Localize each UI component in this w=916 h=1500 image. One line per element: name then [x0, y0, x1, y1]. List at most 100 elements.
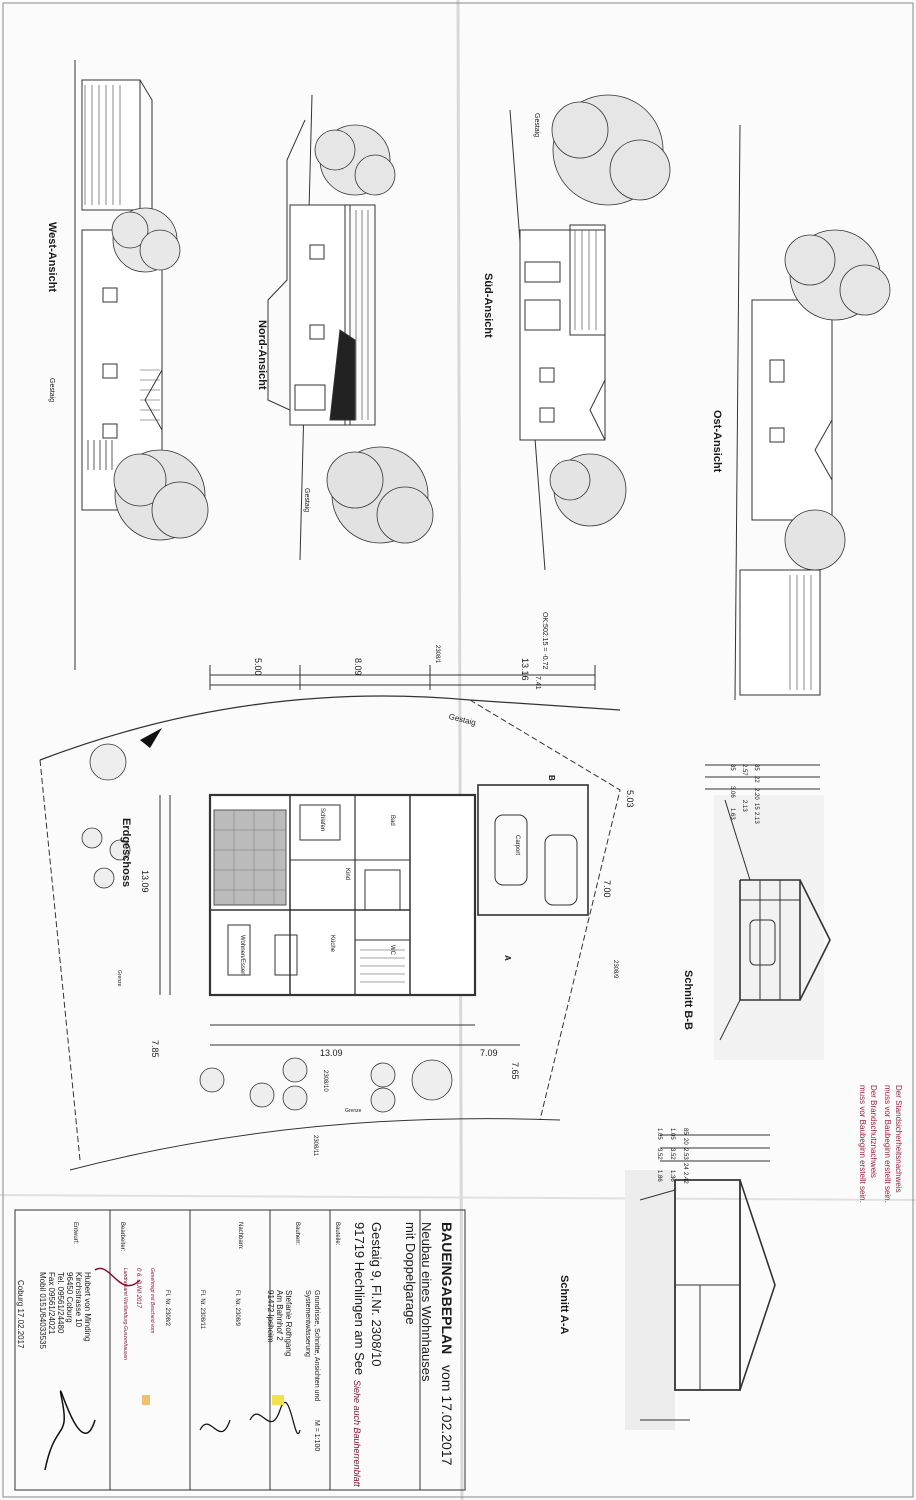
owner-city: 91472 Ipsheim — [266, 1290, 275, 1343]
north-arrow — [140, 728, 162, 748]
aa-dim-11: 2.42 — [682, 1172, 688, 1184]
room-bedroom: Schlafen — [319, 808, 325, 832]
dimension-1309-left: 13.09 — [140, 870, 150, 893]
tree-east-1 — [784, 229, 891, 321]
dimension-785: 7.85 — [150, 1040, 160, 1058]
tree-east-2 — [784, 509, 846, 571]
section-marker-a: A — [503, 955, 512, 961]
approval-text: Genehmigt mit Bescheid vom — [149, 1268, 155, 1334]
dimension-700: 7.00 — [602, 880, 612, 898]
bb-dim-9: 15 — [753, 803, 759, 810]
east-elevation — [734, 124, 833, 701]
designer-label: Entwurf: — [72, 1222, 78, 1245]
components-value-2: Systementwässerung — [304, 1290, 311, 1357]
designer-mobile: Mobil 0151/64033535 — [38, 1272, 47, 1349]
aa-dim-10: 24 — [682, 1163, 688, 1170]
owner-name: Stefanie Rothgang — [284, 1290, 293, 1357]
aa-dim-8: 20 — [682, 1138, 688, 1145]
aa-dim-9: 2.53 — [682, 1148, 688, 1160]
tree-south-2 — [549, 453, 627, 527]
floor-title: Erdgeschoss — [120, 818, 132, 888]
bb-dim-7: 22 — [753, 776, 759, 783]
project-line-1: Neubau eines Wohnhauses — [419, 1222, 434, 1382]
signature-neighbor-2 — [199, 1419, 231, 1433]
designer-phone: Tel. 09561/24480 — [56, 1272, 65, 1334]
owner-label: Bauherr: — [294, 1222, 300, 1246]
place-date: Coburg 17.02.2017 — [16, 1280, 25, 1349]
room-living: Wohnen/Essen — [239, 935, 245, 976]
site-plan — [39, 665, 621, 1171]
aa-dim-4: 1.05 — [669, 1128, 675, 1140]
approval-date: 0 6. JUNI 2017 — [135, 1268, 141, 1309]
signature-neighbor-1 — [249, 1401, 301, 1434]
aa-dim-2: 3.52 — [656, 1148, 662, 1160]
project-line-2: mit Doppelgarage — [403, 1222, 418, 1325]
neighbors-label: Nachbarn: — [237, 1222, 243, 1250]
stamp-note: Siehe auch Bauherrenblatt — [352, 1380, 362, 1487]
boundary-label-west: Grenze — [116, 970, 122, 987]
room-bath: Bad — [389, 815, 395, 826]
designer-city: 96450 Coburg — [65, 1272, 74, 1323]
note-structural-2: muss vor Baubeginn erstellt sein. — [883, 1085, 892, 1203]
neighbor-parcel-2: Fl. Nr. 2308/11 — [199, 1290, 205, 1329]
neighbor-parcel-3: Fl. Nr. 2308/2 — [164, 1290, 170, 1327]
room-kitchen: Küche — [329, 935, 335, 953]
plan-title: BAUEINGABEPLAN — [439, 1222, 455, 1355]
reference-height: OK:502.15 = -0.72 — [541, 612, 548, 670]
dimension-809: 8.09 — [353, 658, 363, 676]
highlight-mark-2 — [142, 1395, 150, 1405]
section-bb-title: Schnitt B-B — [682, 970, 694, 1030]
components-label: Bauteile: — [334, 1222, 340, 1246]
parcel-number-a: 2308/1 — [434, 645, 440, 664]
site-shrubs — [81, 743, 453, 1113]
section-marker-b-top: B — [547, 775, 556, 781]
aa-dim-7: 85 — [682, 1128, 688, 1135]
bb-dim-5: 2.13 — [741, 800, 747, 812]
dimension-503: 5.03 — [625, 790, 635, 808]
designer-name: Hubert von Minding — [83, 1272, 92, 1342]
aa-dim-1: 1.05 — [656, 1128, 662, 1140]
dimension-1309-bottom: 13.09 — [320, 1048, 343, 1058]
section-aa — [625, 1134, 776, 1430]
room-child: Kind — [344, 868, 350, 881]
tree-north-1 — [314, 124, 396, 196]
bb-dim-10: 2.13 — [753, 812, 759, 824]
north-view-title: Nord-Ansicht — [256, 320, 268, 390]
south-street-label: Gestaig — [533, 113, 540, 138]
parcel-number-b: 2308/9 — [612, 960, 618, 979]
note-fire-2: muss vor Baubeginn erstellt sein. — [858, 1085, 867, 1203]
boundary-label-south: Grenze — [345, 1108, 362, 1114]
tree-south-1 — [551, 94, 671, 206]
bb-dim-8: 2.20 — [753, 788, 759, 800]
north-street-label: Gestaig — [303, 488, 310, 513]
bb-dim-2: 3.06 — [729, 786, 735, 798]
designer-street: Kirchstrasse 10 — [74, 1272, 83, 1328]
dimension-709: 7.09 — [480, 1048, 498, 1058]
bb-dim-6: 85 — [753, 764, 759, 771]
aa-dim-3: 1.86 — [656, 1170, 662, 1182]
south-view-title: Süd-Ansicht — [482, 273, 494, 338]
note-fire-1: Der Brandschutznachweis — [869, 1085, 878, 1178]
west-elevation — [74, 60, 163, 670]
dimension-1316: 13.16 — [520, 658, 530, 681]
carport-label: Carport — [514, 835, 520, 856]
neighbor-parcel-1: Fl. Nr. 2308/9 — [234, 1290, 240, 1327]
tree-west-1 — [111, 207, 181, 273]
title-block-frame — [14, 1209, 466, 1491]
tree-west-2 — [113, 449, 209, 541]
dimension-741: 7.41 — [534, 676, 541, 690]
aa-dim-5: 3.52 — [669, 1148, 675, 1160]
owner-street: Am Bahnhof 2 — [275, 1290, 284, 1341]
room-wc: WC — [389, 945, 395, 955]
parcel-number-d: 2308/11 — [312, 1135, 318, 1157]
bb-dim-3: 1.63 — [729, 808, 735, 820]
signature-engineer — [44, 1390, 96, 1471]
components-value: Grundrisse, Schnitte, Ansichten und — [313, 1290, 320, 1402]
address-line-2: 91719 Hechlingen am See — [352, 1222, 367, 1376]
north-elevation — [267, 94, 376, 561]
east-view-title: Ost-Ansicht — [711, 410, 723, 473]
aa-dim-6: 1.36 — [669, 1170, 675, 1182]
dimension-500: 5.00 — [253, 658, 263, 676]
